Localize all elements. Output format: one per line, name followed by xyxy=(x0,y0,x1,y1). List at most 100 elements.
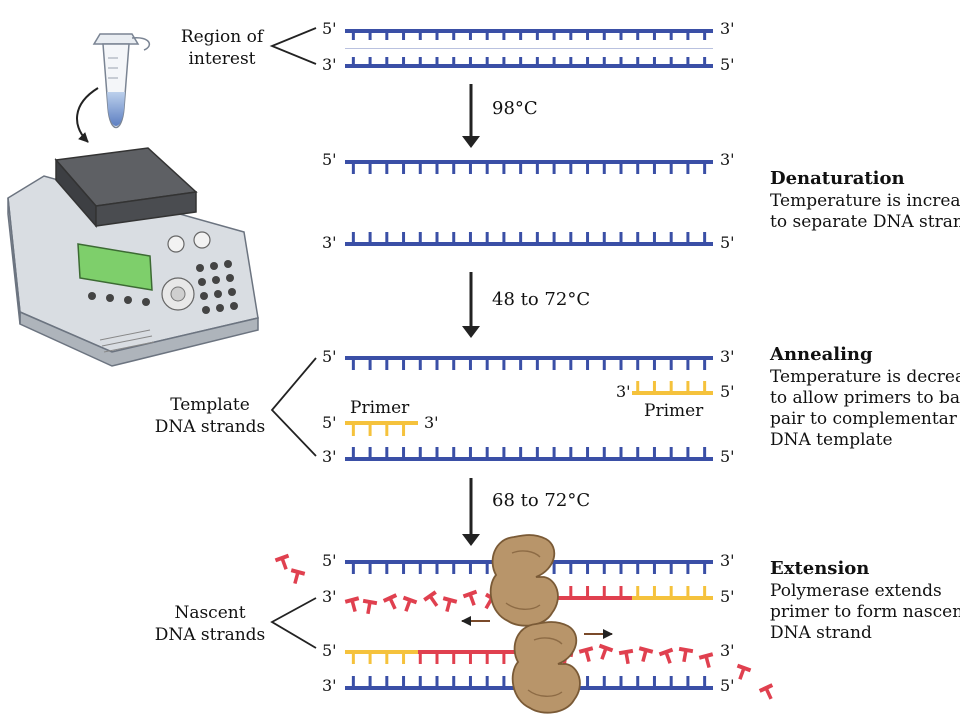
polymerase-shading xyxy=(505,602,541,610)
nucleotide-stem xyxy=(428,594,439,607)
free-nucleotide xyxy=(758,683,774,700)
nucleotide-stem xyxy=(350,599,357,613)
microcentrifuge-tube-icon xyxy=(92,33,151,129)
free-nucleotide xyxy=(736,663,752,680)
transition-temperature: 68 to 72°C xyxy=(492,490,591,511)
free-nucleotide xyxy=(402,595,418,612)
free-nucleotide xyxy=(638,646,654,663)
end-label-3prime: 3' xyxy=(720,19,735,38)
free-nucleotide xyxy=(678,646,694,663)
transition-arrows xyxy=(461,84,613,639)
polymerases xyxy=(489,534,581,714)
nucleotide-stem xyxy=(293,571,300,585)
polymerase-shading xyxy=(533,637,563,645)
primer-label: Primer xyxy=(644,401,704,421)
polymerase-body xyxy=(489,534,559,627)
free-nucleotide xyxy=(382,593,398,610)
single-strand-bottom xyxy=(345,232,713,246)
end-label-3prime: 3' xyxy=(720,347,735,366)
single-strand-top xyxy=(345,160,713,174)
nucleotide-stem xyxy=(600,647,608,660)
dna-polymerase-icon xyxy=(489,534,559,627)
nucleotide-stem xyxy=(704,655,711,669)
free-nucleotide xyxy=(423,590,439,607)
end-label-5prime: 5' xyxy=(720,676,735,695)
nucleotide-stem xyxy=(682,649,688,663)
dna-strands xyxy=(345,29,713,690)
end-label-5prime: 5' xyxy=(720,587,735,606)
end-label-3prime: 3' xyxy=(616,382,631,401)
nucleotide-bar xyxy=(678,646,694,654)
end-label-3prime: 3' xyxy=(720,641,735,660)
end-label-3prime: 3' xyxy=(322,55,337,74)
primer-reverse xyxy=(632,381,713,395)
free-nucleotide xyxy=(344,596,360,613)
end-label-3prime: 3' xyxy=(720,551,735,570)
thermal-cycler-icon xyxy=(7,147,259,367)
nucleotide-stem xyxy=(280,557,288,570)
end-label-3prime: 3' xyxy=(720,150,735,169)
free-nucleotide xyxy=(698,652,714,669)
step-title: Annealing xyxy=(770,344,873,365)
free-nucleotide xyxy=(442,596,458,613)
free-nucleotide xyxy=(618,648,634,665)
end-label-5prime: 5' xyxy=(720,382,735,401)
nucleotide-stem xyxy=(764,687,773,700)
end-label-5prime: 5' xyxy=(720,233,735,252)
nucleotide-stem xyxy=(468,593,476,606)
transition-arrow-head xyxy=(462,136,480,148)
template-strand-bottom xyxy=(345,447,713,461)
free-nucleotide xyxy=(578,646,594,663)
step-title: Denaturation xyxy=(770,168,905,189)
end-label-3prime: 3' xyxy=(322,676,337,695)
end-label-5prime: 5' xyxy=(322,413,337,432)
template-bracket xyxy=(270,357,317,457)
nucleotide-stem xyxy=(738,667,746,680)
template-strand-top xyxy=(345,356,713,370)
end-label-5prime: 5' xyxy=(322,641,337,660)
polymerase-shading xyxy=(527,689,563,697)
transition-temperature: 48 to 72°C xyxy=(492,289,591,310)
region-bracket xyxy=(269,27,317,65)
end-label-5prime: 5' xyxy=(720,55,735,74)
nucleotide-stem xyxy=(445,599,452,613)
transition-arrow-head xyxy=(462,326,480,338)
nucleotide-bar xyxy=(362,598,378,606)
end-label-5prime: 5' xyxy=(322,19,337,38)
step-title: Extension xyxy=(770,558,870,579)
primer-forward xyxy=(345,421,418,436)
end-label-3prime: 3' xyxy=(322,233,337,252)
end-label-5prime: 5' xyxy=(720,447,735,466)
free-nucleotide xyxy=(462,589,478,606)
primer-label: Primer xyxy=(350,398,410,418)
polymerase-shading xyxy=(511,550,541,558)
free-nucleotide xyxy=(598,643,614,660)
nucleotide-stem xyxy=(366,601,372,615)
nucleotide-stem xyxy=(388,597,397,610)
free-nucleotide xyxy=(274,553,290,570)
double-strand-region xyxy=(351,31,707,66)
end-label-5prime: 5' xyxy=(322,150,337,169)
nucleotide-stem xyxy=(624,651,630,665)
nucleotide-stem xyxy=(404,599,412,612)
end-label-5prime: 5' xyxy=(322,551,337,570)
nucleotide-stem xyxy=(641,649,648,663)
tube-to-cycler-arrow xyxy=(76,87,99,143)
end-label-3prime: 3' xyxy=(322,587,337,606)
end-label-3prime: 3' xyxy=(322,447,337,466)
free-nucleotide xyxy=(290,568,306,585)
free-nucleotide xyxy=(658,647,674,664)
free-nucleotides xyxy=(274,553,774,700)
nascent-strand-bottom xyxy=(345,650,525,664)
transition-arrow-head xyxy=(462,534,480,546)
